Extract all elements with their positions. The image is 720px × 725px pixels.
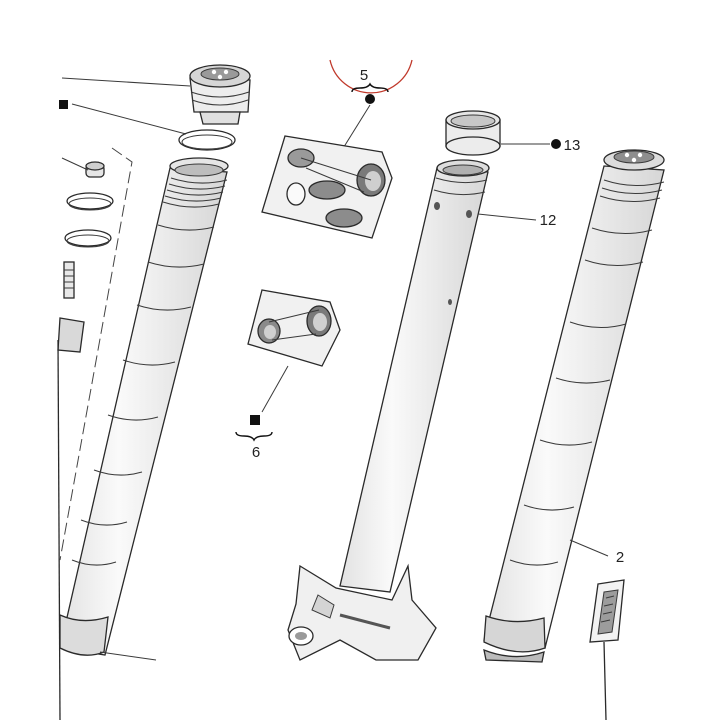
o-ring-left-1: [66, 192, 114, 210]
leader-line-top-left: [61, 77, 191, 87]
left-outer-tube: [59, 157, 229, 661]
square-marker-icon: [59, 100, 68, 109]
callout-5-label: 5: [360, 67, 368, 84]
callout-12-label: 12: [540, 212, 557, 229]
o-ring-left-2: [64, 229, 112, 247]
leader-line-square: [71, 103, 187, 135]
bushing-part-13: 13: [445, 110, 581, 156]
brace-icon-5: [351, 82, 389, 93]
right-outer-tube: 2: [483, 149, 665, 663]
dashed-assembly-axis: [59, 147, 133, 561]
damper-rod-part: [57, 261, 85, 721]
fork-foot-bracket: [287, 563, 437, 661]
brace-icon-6: [235, 431, 273, 442]
dot-marker-icon-5: [365, 94, 375, 104]
square-marker-icon-6: [250, 415, 260, 425]
o-ring-top-cap: [178, 129, 236, 151]
callout-5-group: 5: [261, 59, 413, 239]
guard-clip-part: [589, 579, 625, 721]
small-nut-part: [85, 161, 105, 178]
leader-line-bottom-left: [99, 651, 157, 661]
callout-2-label: 2: [616, 549, 624, 566]
left-top-cap: [178, 64, 251, 151]
callout-6-label: 6: [252, 444, 260, 461]
highlight-circle: [329, 59, 413, 94]
callout-6-group: 6: [235, 289, 341, 461]
dot-marker-icon-13: [551, 139, 561, 149]
callout-13-label: 13: [564, 137, 581, 154]
left-edge-parts: [57, 77, 191, 721]
center-inner-tube: 12: [339, 159, 557, 593]
